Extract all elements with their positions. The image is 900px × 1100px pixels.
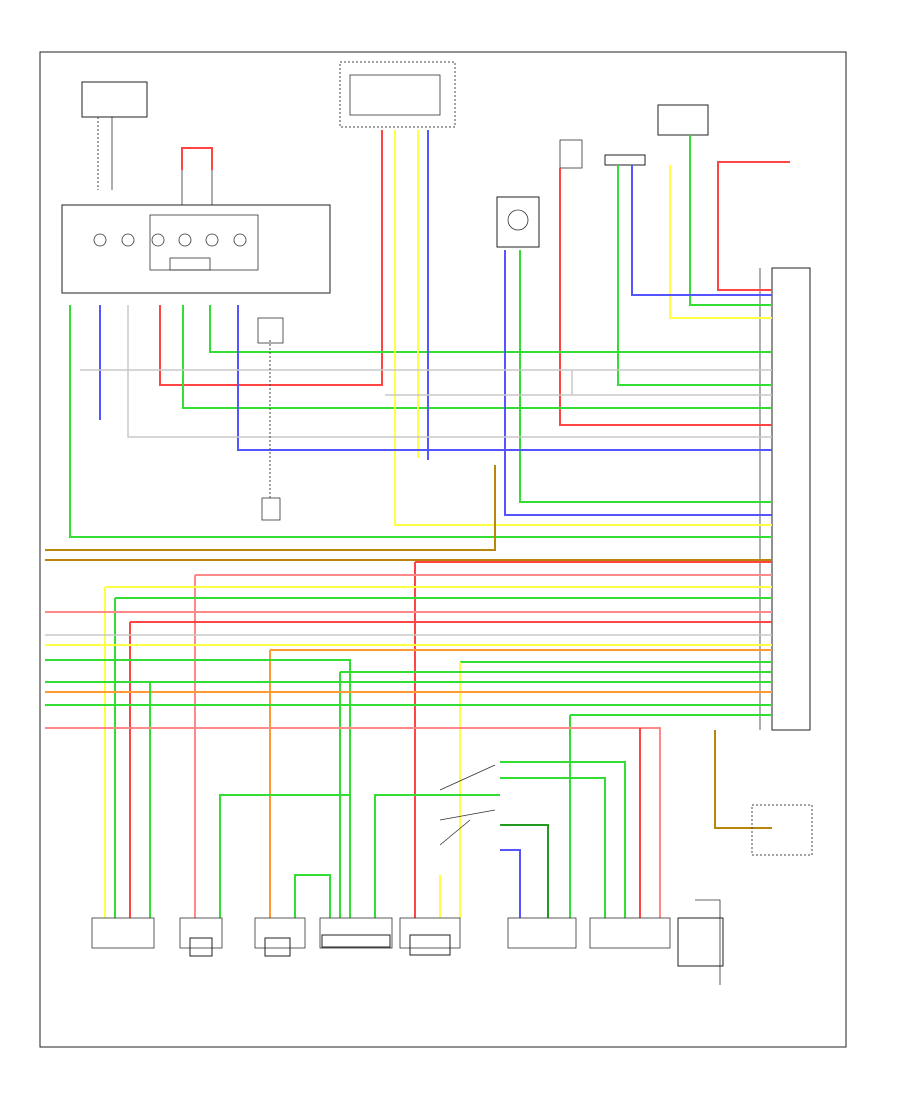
red-connector [181,147,213,205]
wire-brown-right [714,730,772,829]
wire-blue-2 [237,305,772,451]
top-left-component [81,81,148,190]
bottom-sensor-3 [254,917,306,957]
wire-green-mid-2 [374,794,500,918]
ignition-switch [339,61,456,128]
right-component [751,804,813,856]
wire-blue-3 [504,250,772,516]
top-sensor-2 [559,139,583,169]
wire-yellow-2 [669,165,772,319]
wire-red-top [717,161,790,291]
diagram-border [39,51,847,1048]
bottom-connector-block [319,917,393,949]
fuse-box [61,204,331,294]
wire-red-2 [559,168,772,426]
ecu-connector [759,267,811,731]
wire-red-3 [159,130,383,386]
bus-pink-3 [45,727,661,918]
bottom-sensor-6 [507,917,577,949]
wire-gray-1 [127,305,772,438]
wire-green-2 [209,305,772,353]
wire-yellow-1 [394,130,772,526]
wire-green-switch-2 [500,777,606,918]
wire-green-3 [182,305,772,409]
wire-brown-1 [45,465,496,551]
wire-blue-5 [631,165,772,296]
wire-green-long [69,305,772,538]
wire-green-6 [689,135,772,306]
relay-component [257,317,284,344]
bottom-sensor-5 [399,917,461,956]
wire-green-mid-1 [219,794,350,918]
bottom-ground [677,899,724,985]
top-sensor-3 [604,154,646,166]
wire-blue-switch [500,849,521,918]
ground-component [261,497,281,521]
mode-switch [439,764,496,846]
bottom-sensor-1 [91,917,155,949]
wire-green-switch-1 [500,761,626,918]
top-sensor-1 [496,196,540,248]
bus-green-2 [45,659,351,918]
wire-dkgreen-switch [500,824,549,918]
wire-green-4 [519,250,772,503]
bottom-sensor-7 [589,917,671,949]
bottom-sensor-2 [179,917,223,957]
wire-green-mid-3 [294,874,331,918]
top-sensor-4 [657,104,709,136]
wire-green-5 [617,165,772,386]
